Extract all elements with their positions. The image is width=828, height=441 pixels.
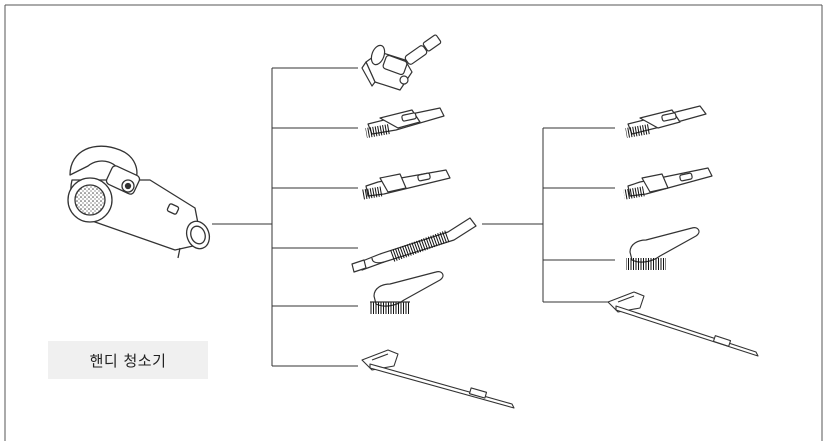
crevice-brush-tool-illustration (365, 107, 445, 139)
crevice-brush-tool-illustration (623, 167, 713, 200)
crevice-brush-tool-illustration (361, 169, 451, 200)
handheld-vacuum-illustration (67, 145, 211, 259)
dusting-brush-illustration (370, 271, 444, 314)
extension-handle-stick-illustration (361, 349, 515, 409)
extension-handle-stick-illustration (607, 291, 759, 357)
frame (4, 4, 823, 441)
device-label-text: 핸디 청소기 (89, 351, 167, 370)
crevice-brush-tool-illustration (625, 105, 707, 139)
turbo-brush-head-illustration (361, 34, 442, 91)
device-label: 핸디 청소기 (48, 341, 208, 379)
flexible-hose-illustration (351, 217, 477, 273)
connector-lines (212, 67, 615, 367)
dusting-brush-illustration (626, 227, 700, 270)
